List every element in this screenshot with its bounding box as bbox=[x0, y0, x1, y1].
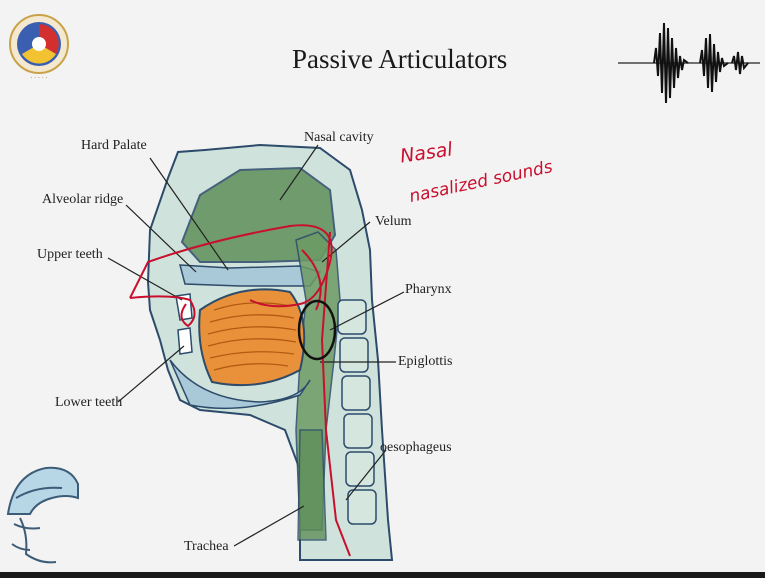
palate-band bbox=[180, 265, 320, 286]
label-epiglottis: Epiglottis bbox=[398, 354, 452, 370]
label-trachea: Trachea bbox=[184, 539, 229, 555]
label-alveolar-ridge: Alveolar ridge bbox=[42, 192, 123, 208]
mini-vocal-tract-thumbnail bbox=[6, 454, 80, 574]
frame-bottom-edge bbox=[0, 572, 765, 578]
label-velum: Velum bbox=[375, 214, 412, 230]
tongue-shape bbox=[199, 289, 304, 385]
trachea-shape bbox=[298, 430, 326, 540]
lower-teeth-shape bbox=[178, 328, 192, 354]
label-upper-teeth: Upper teeth bbox=[37, 247, 103, 263]
label-oesophageus: oesophageus bbox=[380, 440, 452, 456]
label-pharynx: Pharynx bbox=[405, 282, 452, 298]
label-nasal-cavity: Nasal cavity bbox=[304, 130, 374, 146]
label-lower-teeth: Lower teeth bbox=[55, 395, 122, 411]
label-hard-palate: Hard Palate bbox=[81, 138, 147, 154]
